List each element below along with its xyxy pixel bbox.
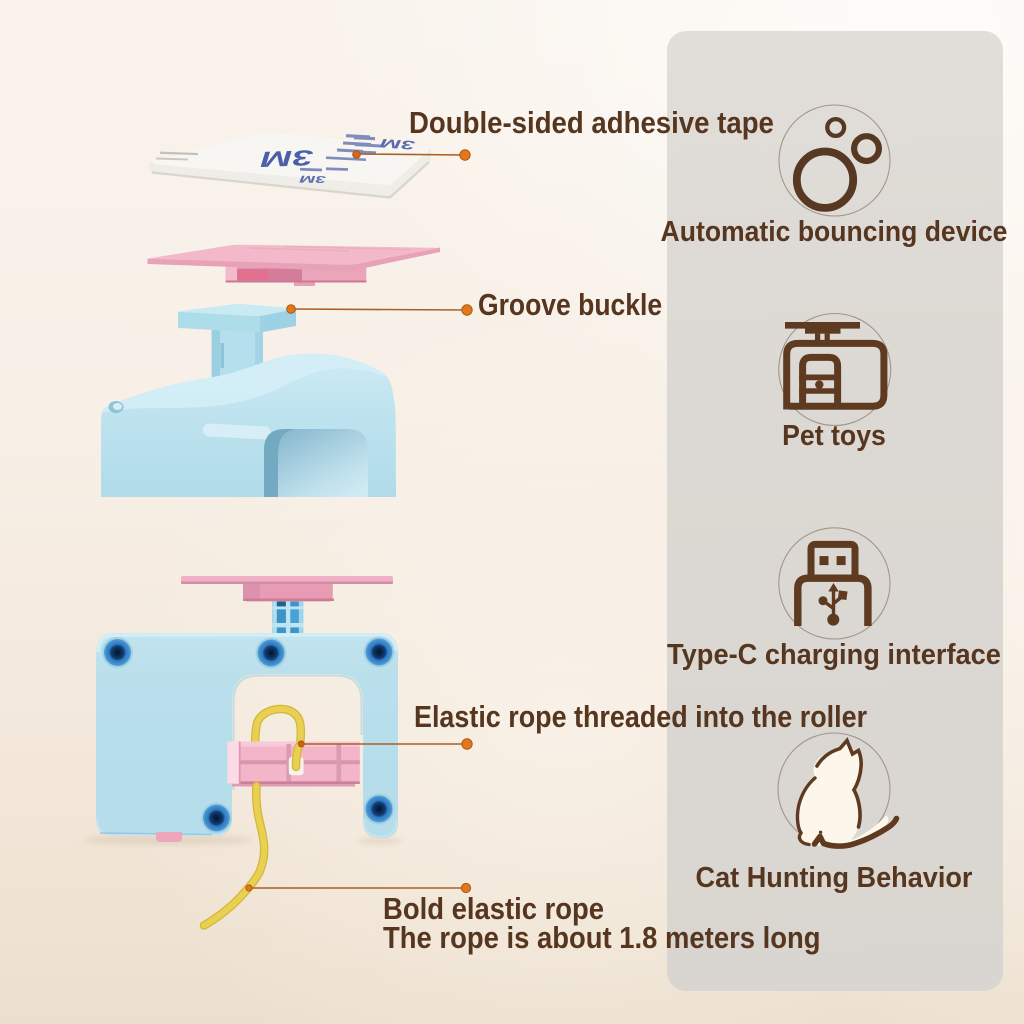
svg-text:3M: 3M [259, 145, 314, 172]
svg-text:3M: 3M [299, 173, 326, 185]
svg-text:3M: 3M [379, 136, 415, 152]
